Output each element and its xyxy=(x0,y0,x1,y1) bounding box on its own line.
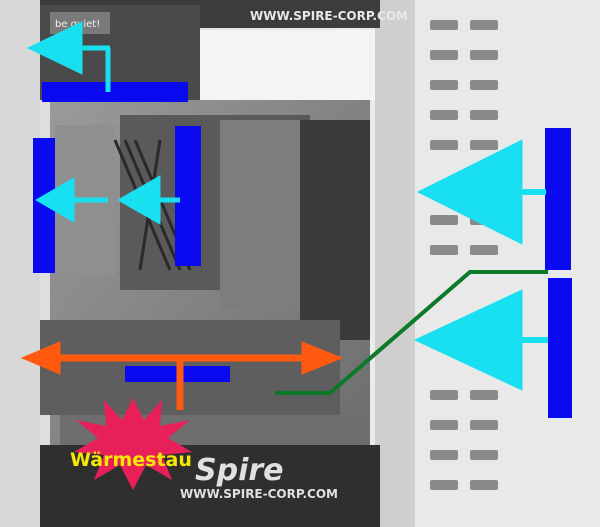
blocker-bar-cpu-cooler xyxy=(175,126,201,266)
hotspot-label: Wärmestau xyxy=(70,449,192,471)
case-divider xyxy=(375,0,415,527)
case-bottom xyxy=(40,445,380,527)
case-logo: Spire xyxy=(195,453,284,488)
cable-channel xyxy=(300,120,370,340)
ram-slots xyxy=(220,120,300,310)
blocker-bar-rear-fan xyxy=(33,138,55,273)
drive-bay-slots xyxy=(430,20,498,490)
hotspot-starburst xyxy=(74,398,192,490)
cable-line xyxy=(275,270,548,395)
cable-bundle-area xyxy=(200,30,375,100)
blocker-bars xyxy=(33,82,572,418)
blocker-bar-front-top xyxy=(545,128,571,270)
case-url-top: WWW.SPIRE-CORP.COM xyxy=(250,9,408,23)
heat-arrow xyxy=(20,341,344,410)
heat-arrow-head-left xyxy=(20,341,61,375)
blocker-bar-front-bottom xyxy=(548,278,572,418)
blocker-bar-psu xyxy=(42,82,188,102)
case-url-bottom: WWW.SPIRE-CORP.COM xyxy=(180,487,338,501)
heat-arrow-head-right xyxy=(301,341,344,375)
airflow-arrows xyxy=(26,21,548,391)
